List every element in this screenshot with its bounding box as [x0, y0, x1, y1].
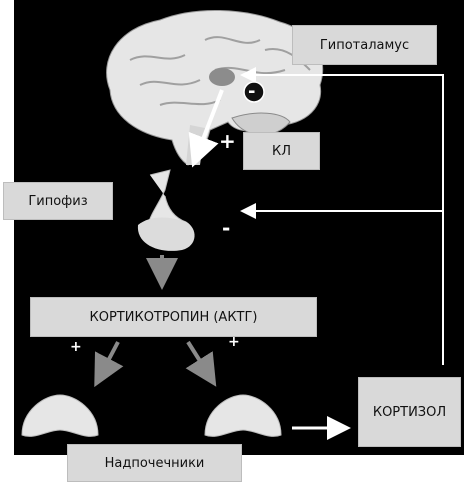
acth-to-adrenal-right-arrow	[185, 340, 217, 387]
feedback-to-hypothalamus-line	[255, 74, 444, 365]
stimulation-adrenal-right-sign: +	[228, 334, 240, 350]
label-pituitary: Гипофиз	[3, 182, 113, 220]
crh-arrow	[188, 89, 224, 168]
inhibition-badge	[243, 81, 265, 103]
label-hypothalamus: Гипоталамус	[292, 25, 437, 65]
stimulation-crh-sign: +	[219, 129, 236, 153]
label-cortisol: КОРТИЗОЛ	[358, 377, 461, 447]
acth-to-adrenal-left-arrow	[94, 341, 124, 388]
label-crh: КЛ	[243, 132, 320, 170]
stimulation-adrenal-left-sign: +	[70, 339, 82, 355]
pituitary-illustration	[137, 169, 195, 251]
adrenal-left-icon	[21, 394, 99, 437]
label-acth: КОРТИКОТРОПИН (АКТГ)	[30, 297, 317, 337]
inhibition-pituitary-sign: -	[222, 216, 231, 240]
label-adrenals: Надпочечники	[67, 444, 242, 482]
adrenal-right-icon	[204, 394, 282, 437]
hypothalamus-marker	[209, 68, 235, 86]
inhibition-hypothalamus-sign: -	[248, 81, 256, 102]
